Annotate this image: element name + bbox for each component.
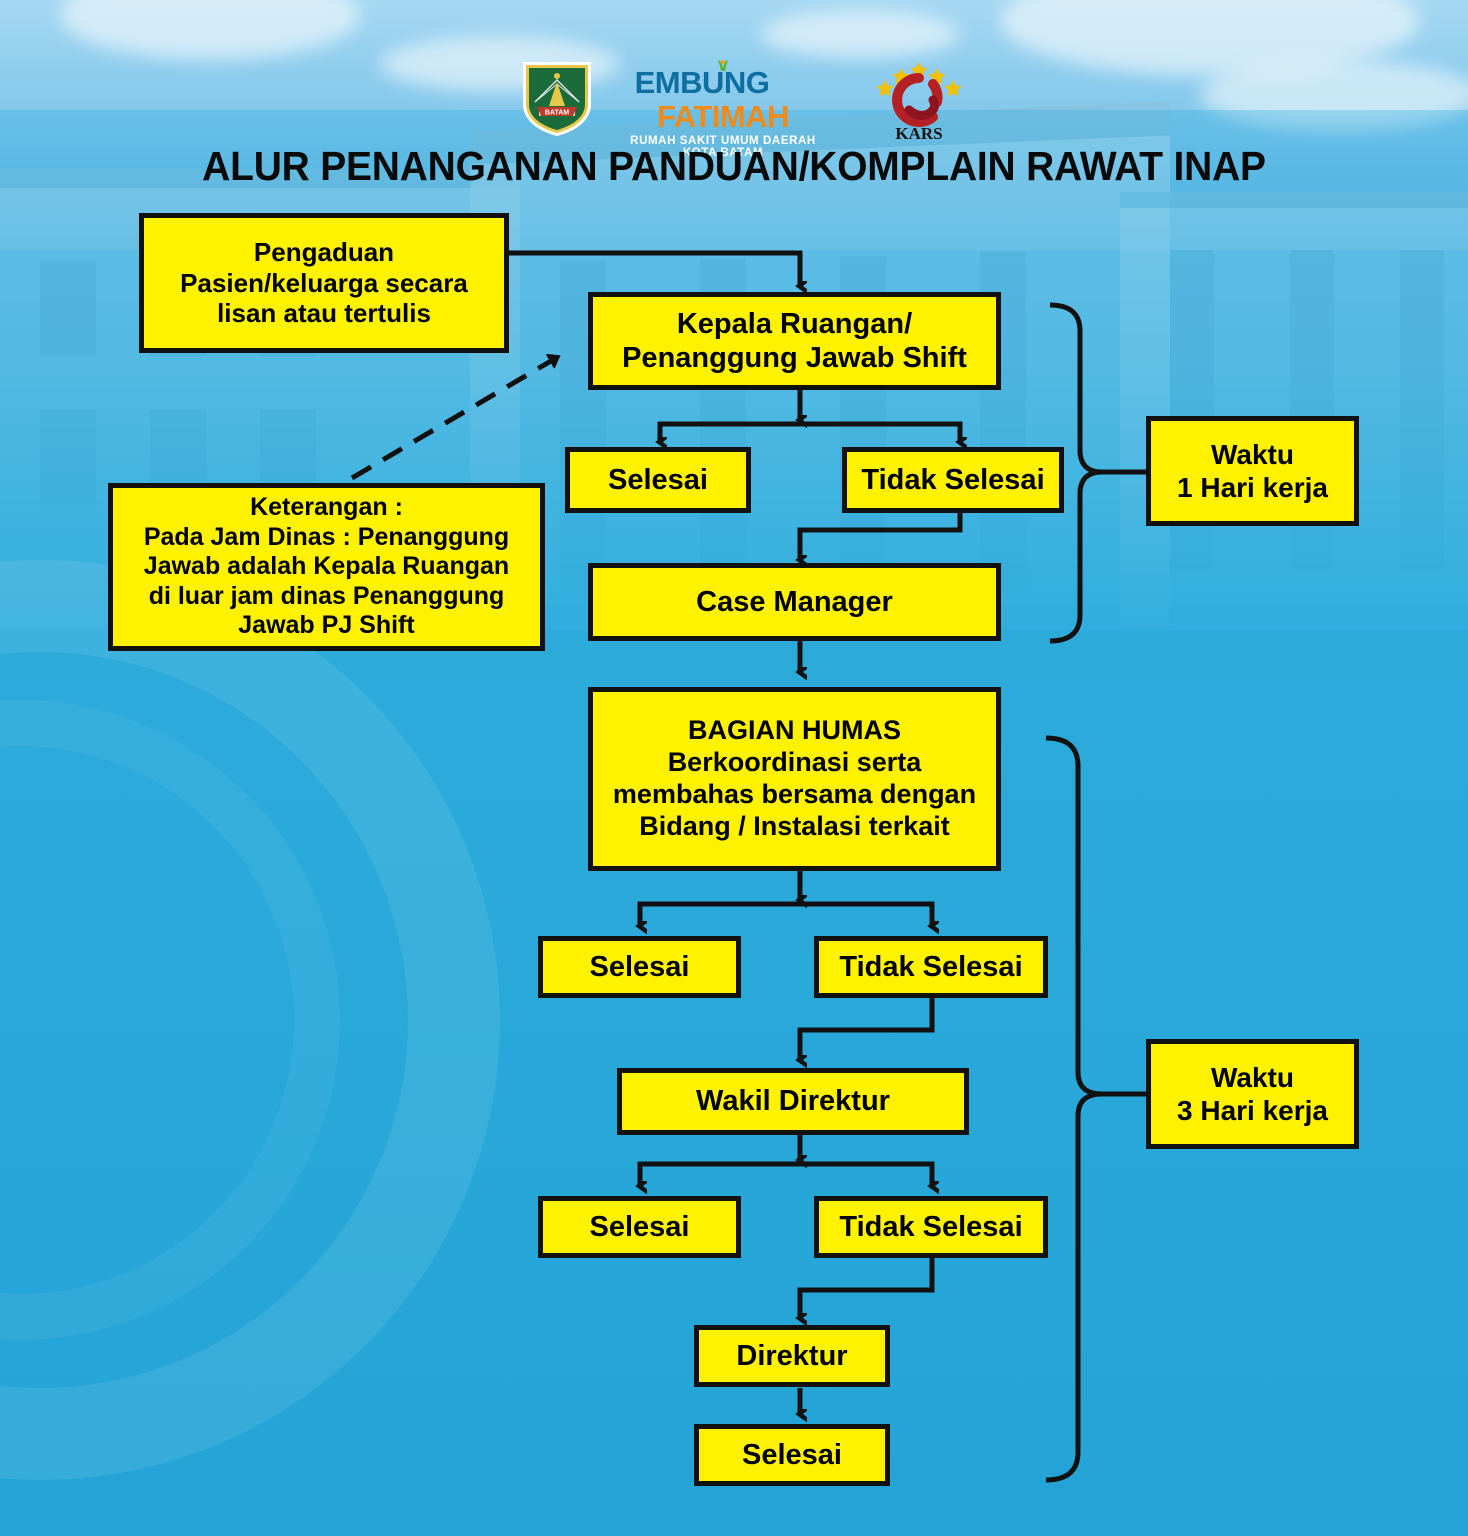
page-title: ALUR PENANGANAN PANDUAN/KOMPLAIN RAWAT I… xyxy=(202,143,1266,189)
edge-humas-tidak-selesai xyxy=(800,901,932,926)
svg-text:BATAM: BATAM xyxy=(545,110,569,117)
batam-city-emblem: BATAM xyxy=(519,58,595,138)
logo-text-fatimah: FATIMAH xyxy=(657,99,789,134)
edge-pengaduan-kepala xyxy=(508,250,800,286)
node-selesai-4[interactable]: Selesai xyxy=(694,1424,890,1486)
node-direktur[interactable]: Direktur xyxy=(694,1325,890,1387)
node-selesai-1[interactable]: Selesai xyxy=(565,447,751,513)
node-kepala-ruangan[interactable]: Kepala Ruangan/ Penanggung Jawab Shift xyxy=(588,292,1001,390)
node-tidak-selesai-2[interactable]: Tidak Selesai xyxy=(814,936,1048,998)
edge-keterangan-kepala xyxy=(350,358,556,481)
node-tidak-selesai-1[interactable]: Tidak Selesai xyxy=(842,447,1064,513)
edge-humas-selesai xyxy=(640,901,800,926)
node-waktu-1-hari[interactable]: Waktu 1 Hari kerja xyxy=(1146,416,1359,526)
embung-fatimah-logo: EMBUNGFATIMAH RUMAH SAKIT UMUM DAERAH KO… xyxy=(617,60,829,159)
edge-kepala-selesai xyxy=(660,421,800,442)
kars-label: KARS xyxy=(895,124,942,143)
cloud-shape xyxy=(760,10,960,58)
node-bagian-humas[interactable]: BAGIAN HUMAS Berkoordinasi serta membaha… xyxy=(588,687,1001,871)
kars-accreditation-logo: KARS xyxy=(869,56,969,144)
logo-text-embung: EMBUNG xyxy=(634,65,770,100)
node-selesai-2[interactable]: Selesai xyxy=(538,936,741,998)
node-keterangan[interactable]: Keterangan : Pada Jam Dinas : Penanggung… xyxy=(108,483,545,651)
node-wakil-direktur[interactable]: Wakil Direktur xyxy=(617,1068,969,1135)
brace-waktu-3-hari xyxy=(1045,735,1103,1483)
logo-row: BATAM EMBUNGFATIMAH RUMAH SAKIT UMUM DAE… xyxy=(0,26,1468,159)
edge-wakil-selesai xyxy=(640,1161,800,1186)
logo-subtitle: RUMAH SAKIT UMUM DAERAH KOTA BATAM xyxy=(630,135,816,159)
node-selesai-3[interactable]: Selesai xyxy=(538,1196,741,1258)
node-case-manager[interactable]: Case Manager xyxy=(588,563,1001,641)
edge-wakil-tidak-selesai xyxy=(800,1161,932,1186)
edge-kepala-tidak-selesai xyxy=(800,421,960,442)
edge-tidakselesai3-direktur xyxy=(800,1258,935,1318)
node-waktu-3-hari[interactable]: Waktu 3 Hari kerja xyxy=(1146,1039,1359,1149)
edge-tidakselesai2-wakil xyxy=(800,998,935,1060)
edge-tidakselesai1-casemanager xyxy=(800,512,963,560)
node-tidak-selesai-3[interactable]: Tidak Selesai xyxy=(814,1196,1048,1258)
node-pengaduan[interactable]: Pengaduan Pasien/keluarga secara lisan a… xyxy=(139,213,509,353)
